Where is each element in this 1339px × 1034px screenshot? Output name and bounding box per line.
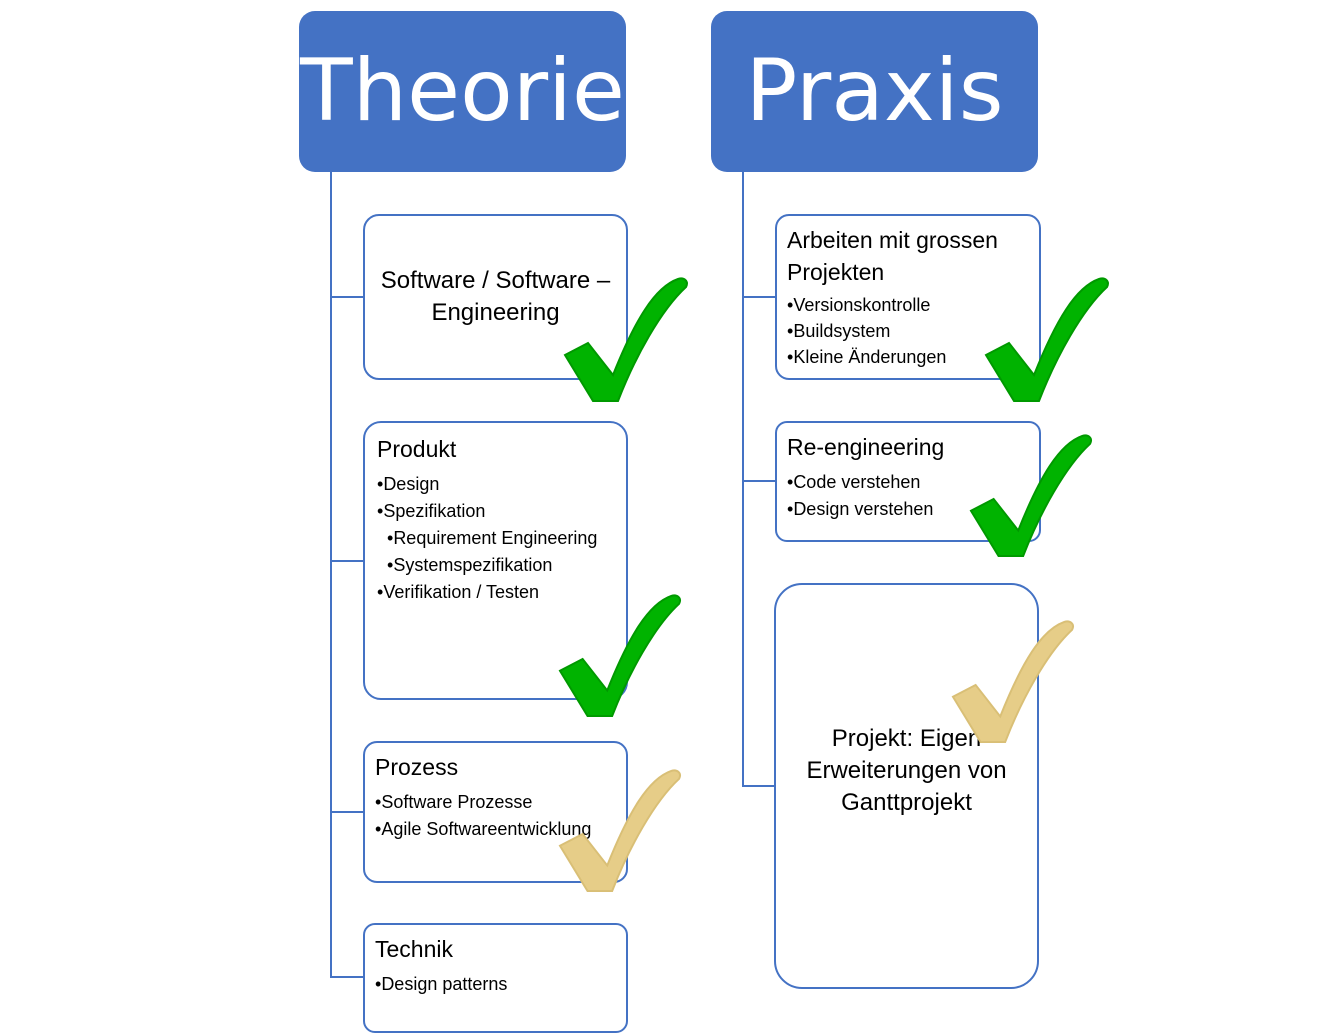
checkmark-gold-icon [558, 769, 681, 893]
praxis-box-grosse-projekte: Arbeiten mit grossen Projekten Versionsk… [775, 214, 1041, 380]
list-item: Buildsystem [787, 318, 1029, 344]
praxis-box-projekt: Projekt: Eigen Erweiterungen von Ganttpr… [774, 583, 1039, 989]
checkmark-green-icon [984, 277, 1109, 402]
theorie-connector-3 [330, 811, 364, 813]
box-title: Prozess [375, 754, 459, 780]
list-item: Kleine Änderungen [787, 344, 1029, 370]
list-item: Systemspezifikation [377, 552, 614, 579]
box-title: Technik [375, 936, 453, 962]
bullet-list: Code verstehen Design verstehen [787, 469, 1029, 523]
list-item: Code verstehen [787, 469, 1029, 496]
list-item: Software Prozesse [375, 789, 616, 816]
theorie-box-technik: Technik Design patterns [363, 923, 628, 1033]
praxis-box-re-engineering: Re-engineering Code verstehen Design ver… [775, 421, 1041, 542]
list-item: Design [377, 471, 614, 498]
praxis-connector-2 [742, 480, 776, 482]
bullet-list: Design Spezifikation Requirement Enginee… [377, 471, 614, 606]
theorie-connector-1 [330, 296, 364, 298]
box-title: Software / Software –Engineering [380, 267, 611, 326]
theorie-box-produkt: Produkt Design Spezifikation Requirement… [363, 421, 628, 700]
box-title: Projekt: Eigen Erweiterungen von Ganttpr… [806, 725, 1007, 816]
checkmark-green-icon [563, 277, 688, 402]
bullet-list: Software Prozesse Agile Softwareentwickl… [375, 789, 616, 843]
praxis-connector-trunk [742, 172, 744, 787]
box-title: Arbeiten mit grossen Projekten [787, 227, 998, 285]
list-item: Requirement Engineering [377, 525, 614, 552]
theorie-connector-trunk [330, 172, 332, 978]
list-item: Verifikation / Testen [377, 579, 614, 606]
praxis-connector-3 [742, 785, 775, 787]
box-title: Produkt [377, 436, 457, 462]
list-item: Agile Softwareentwicklung [375, 816, 616, 843]
theorie-connector-4 [330, 976, 364, 978]
list-item: Spezifikation [377, 498, 614, 525]
bullet-list: Versionskontrolle Buildsystem Kleine Änd… [787, 292, 1029, 370]
list-item: Versionskontrolle [787, 292, 1029, 318]
theorie-box-prozess: Prozess Software Prozesse Agile Software… [363, 741, 628, 883]
theorie-header: Theorie [299, 11, 626, 172]
theorie-connector-2 [330, 560, 364, 562]
checkmark-green-icon [969, 434, 1092, 558]
praxis-connector-1 [742, 296, 776, 298]
list-item: Design patterns [375, 971, 616, 998]
bullet-list: Design patterns [375, 971, 616, 998]
praxis-header: Praxis [711, 11, 1038, 172]
checkmark-green-icon [558, 594, 681, 718]
list-item: Design verstehen [787, 496, 1029, 523]
box-title: Re-engineering [787, 434, 945, 460]
checkmark-gold-icon [951, 620, 1074, 744]
